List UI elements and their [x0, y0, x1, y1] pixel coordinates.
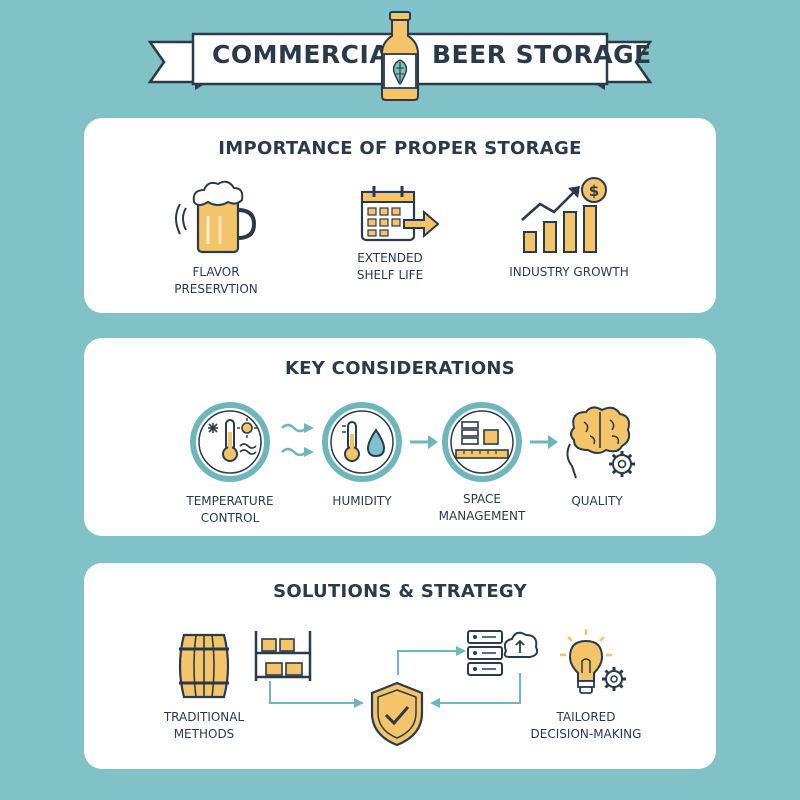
importance-label-1-line2: PRESERVTION — [174, 282, 258, 296]
growth-chart-icon: $ — [521, 177, 607, 253]
storage-rack-icon — [254, 631, 312, 681]
considerations-title: KEY CONSIDERATIONS — [284, 358, 516, 379]
considerations-panel: KEY CONSIDERATIONS — [84, 338, 716, 536]
considerations-label-4-line1: QUALITY — [571, 494, 623, 508]
brain-gear-icon — [566, 406, 635, 479]
solutions-label-1: TRADITIONAL METHODS — [148, 709, 260, 743]
importance-label-3-line1: INDUSTRY GROWTH — [509, 265, 629, 279]
thermometer-droplet-icon — [322, 402, 402, 482]
importance-label-3: INDUSTRY GROWTH — [494, 264, 644, 281]
barrel-icon — [178, 633, 230, 699]
shield-check-icon — [370, 681, 424, 747]
importance-label-2-line2: SHELF LIFE — [356, 268, 424, 282]
considerations-label-4: QUALITY — [552, 493, 642, 510]
considerations-label-3-line2: MANAGEMENT — [438, 509, 526, 523]
flow-arrow-3-icon — [530, 435, 558, 449]
beer-bottle-icon — [381, 11, 419, 101]
svg-text:$: $ — [589, 182, 599, 200]
considerations-label-3: SPACE MANAGEMENT — [420, 491, 544, 525]
considerations-label-1-line1: TEMPERATURE — [186, 494, 274, 508]
thermometer-weather-icon — [190, 402, 270, 482]
lightbulb-gear-icon — [560, 629, 626, 694]
importance-panel: IMPORTANCE OF PROPER STORAGE FLAVOR PRES… — [84, 118, 716, 313]
considerations-label-2: HUMIDITY — [312, 493, 412, 510]
importance-label-2: EXTENDED SHELF LIFE — [330, 250, 450, 284]
importance-title: IMPORTANCE OF PROPER STORAGE — [218, 138, 582, 159]
banner-title-left: COMMERCIAL — [212, 40, 406, 69]
shelves-boxes-icon — [442, 402, 522, 482]
considerations-label-1-line2: CONTROL — [200, 511, 260, 525]
server-cloud-icon — [467, 630, 539, 676]
solutions-flow-lines — [269, 646, 521, 708]
solutions-label-1-line1: TRADITIONAL — [163, 710, 245, 724]
solutions-label-5-line1: TAILORED — [556, 710, 616, 724]
considerations-label-1: TEMPERATURE CONTROL — [170, 493, 290, 527]
solutions-label-1-line2: METHODS — [173, 727, 235, 741]
solutions-label-5: TAILORED DECISION-MAKING — [514, 709, 658, 743]
flow-arrow-2-icon — [410, 435, 438, 449]
importance-label-1: FLAVOR PRESERVTION — [146, 264, 286, 298]
considerations-label-2-line1: HUMIDITY — [332, 494, 392, 508]
calendar-arrow-icon — [360, 186, 440, 242]
considerations-label-3-line1: SPACE — [462, 492, 502, 506]
solutions-panel: SOLUTIONS & STRATEGY TRADITIONAL METHODS — [84, 563, 716, 769]
banner-title-right: BEER STORAGE — [432, 40, 652, 69]
beer-mug-icon — [175, 180, 257, 254]
importance-label-2-line1: EXTENDED — [357, 251, 423, 265]
importance-label-1-line1: FLAVOR — [192, 265, 240, 279]
flow-arrow-1-icon — [281, 423, 314, 457]
solutions-title: SOLUTIONS & STRATEGY — [273, 581, 527, 602]
solutions-label-5-line2: DECISION-MAKING — [530, 727, 642, 741]
